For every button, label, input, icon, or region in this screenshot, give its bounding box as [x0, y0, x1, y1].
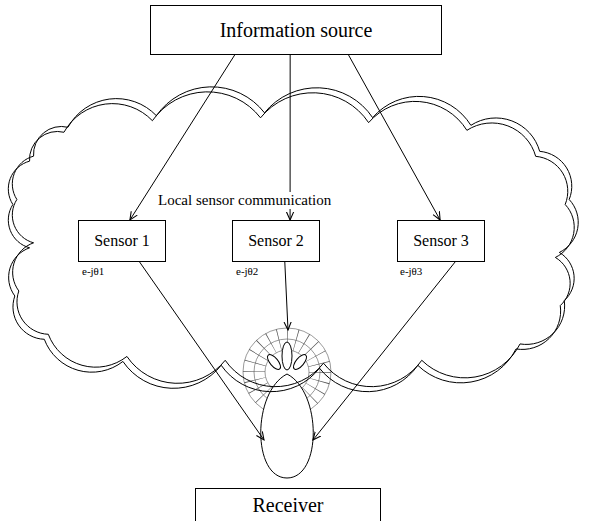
process-box: Sensor 2	[232, 220, 320, 262]
box-label: Sensor 1	[94, 232, 150, 250]
signal-arrow	[140, 262, 264, 440]
box-label: Sensor 2	[248, 232, 304, 250]
box-label: Sensor 3	[413, 232, 469, 250]
beam-lobes	[261, 342, 314, 478]
box-label: Receiver	[252, 494, 323, 517]
box-label: Information source	[220, 19, 373, 42]
signal-arrow	[285, 262, 288, 330]
phase-label: e-jθ2	[236, 265, 258, 277]
process-box: Information source	[150, 5, 442, 55]
process-box: Receiver	[195, 488, 381, 521]
signal-arrow	[313, 262, 455, 440]
cloud-region: Local sensor communicationSensor 1 Sensor…	[4, 105, 584, 375]
region-label: Local sensor communication	[156, 192, 333, 209]
back-lobe	[282, 342, 292, 370]
side-lobe	[291, 353, 309, 372]
phase-label: e-jθ3	[400, 265, 422, 277]
process-box: Sensor 3	[397, 220, 485, 262]
cloud-line	[12, 87, 578, 387]
process-box: Sensor 1	[78, 220, 166, 262]
phase-label: e-jθ1	[82, 265, 104, 277]
cloud-line	[8, 92, 574, 392]
signal-arrow	[349, 55, 441, 220]
side-lobe	[265, 353, 283, 372]
